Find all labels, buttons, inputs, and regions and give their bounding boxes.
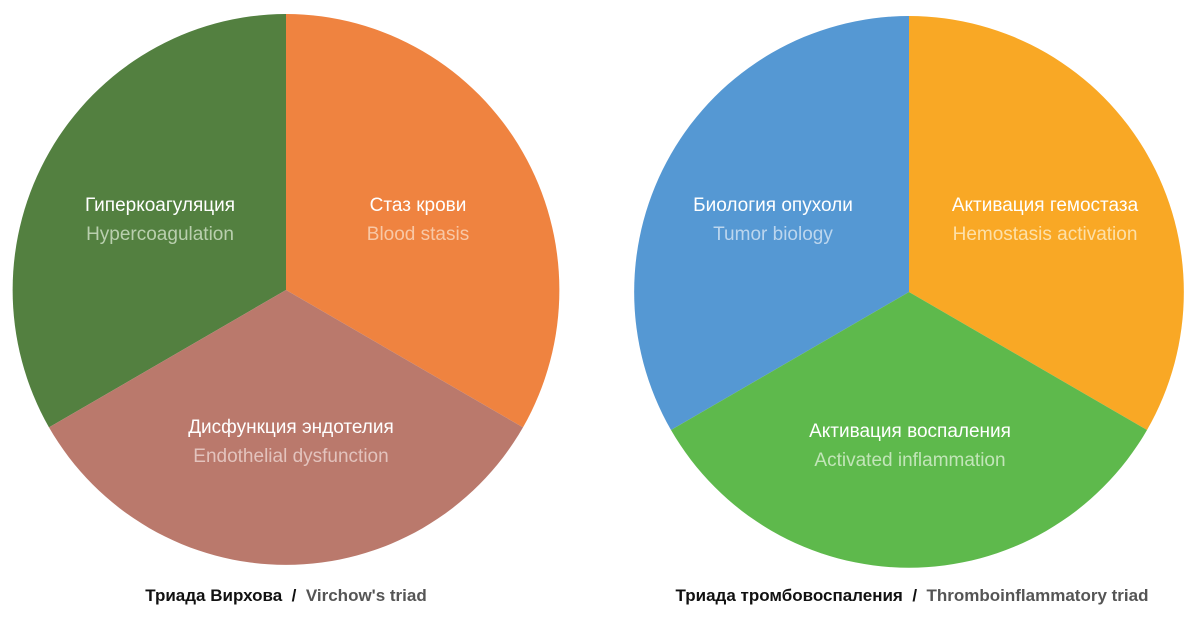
label-hypercoagulation-ru: Гиперкоагуляция [85,195,235,216]
label-hemostasis-activation-ru: Активация гемостаза [952,195,1139,216]
segment-endothelial-dysfunction [49,290,523,565]
caption-virchow-ru: Триада Вирхова [145,586,283,605]
label-hemostasis-activation-en: Hemostasis activation [953,224,1138,245]
caption-virchow-en: Virchow's triad [306,586,427,605]
caption-thromboinflammatory-ru: Триада тромбовоспаления [676,586,903,605]
label-activated-inflammation-en: Activated inflammation [814,450,1005,471]
segment-hemostasis-activation [909,16,1184,430]
thromboinflammatory-triad-diagram: Биология опухоли Tumor biology Активация… [634,16,1184,605]
label-blood-stasis-ru: Стаз крови [370,195,467,216]
label-hypercoagulation-en: Hypercoagulation [86,224,234,245]
caption-thromboinflammatory: Триада тромбовоспаления / Thromboinflamm… [676,586,1149,605]
segment-hypercoagulation [12,14,287,428]
label-endothelial-dysfunction-en: Endothelial dysfunction [193,446,388,467]
caption-virchow-separator: / [292,586,297,605]
label-endothelial-dysfunction-ru: Дисфункция эндотелия [188,417,394,438]
segment-blood-stasis [286,14,560,428]
label-tumor-biology-en: Tumor biology [713,224,833,245]
label-activated-inflammation-ru: Активация воспаления [809,421,1011,442]
caption-virchow: Триада Вирхова / Virchow's triad [145,586,427,605]
label-tumor-biology-ru: Биология опухоли [693,195,853,216]
segment-tumor-biology [634,16,909,430]
virchow-triad-diagram: Гиперкоагуляция Hypercoagulation Стаз кр… [12,14,560,605]
label-blood-stasis-en: Blood stasis [367,224,469,245]
caption-thromboinflammatory-separator: / [912,586,917,605]
caption-thromboinflammatory-en: Thromboinflammatory triad [927,586,1149,605]
segment-activated-inflammation [671,292,1147,568]
